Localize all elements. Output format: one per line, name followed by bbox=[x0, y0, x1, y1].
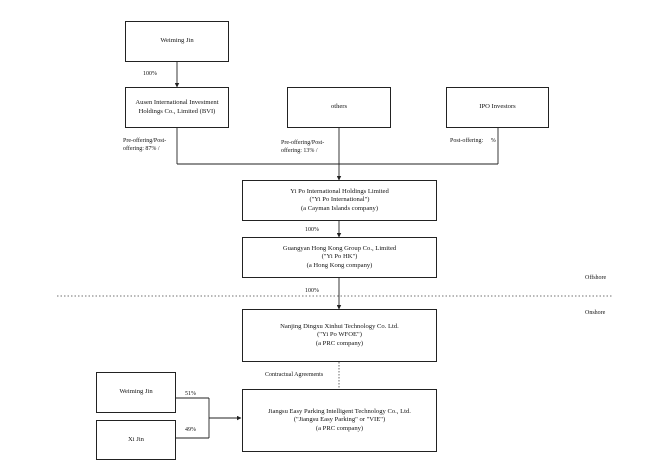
entity-ipo-investors: IPO Investors bbox=[446, 87, 549, 128]
entity-weiming-jin-bottom: Weiming Jin bbox=[96, 372, 176, 413]
entity-label-line: Guangyan Hong Kong Group Co., Limited bbox=[282, 244, 397, 252]
entity-label-line: (a PRC company) bbox=[315, 424, 364, 432]
entity-label-line: Weiming Jin bbox=[119, 388, 153, 396]
label-xijin-vie-pct: 49% bbox=[185, 427, 196, 433]
entity-label-line: Nanjing Dingxu Xinhui Technology Co. Ltd… bbox=[280, 322, 399, 330]
label-others-stake: Pre-offering/Post- offering: 13% / bbox=[281, 140, 324, 155]
label-line: offering: 13% / bbox=[281, 147, 318, 154]
entity-label-line: (a Cayman Islands company) bbox=[300, 204, 379, 212]
entity-label-line: Xi Jin bbox=[128, 435, 144, 443]
entity-yi-po-wfoe: Nanjing Dingxu Xinhui Technology Co. Ltd… bbox=[242, 309, 437, 362]
entity-label-line: ("Yi Po HK") bbox=[321, 253, 358, 261]
entity-label-line: ("Yi Po WFOE") bbox=[317, 331, 362, 339]
entity-label-line: ("Yi Po International") bbox=[309, 196, 370, 204]
entity-label-line: Weiming Jin bbox=[160, 37, 194, 45]
entity-label-line: others bbox=[330, 103, 348, 111]
label-weiming-ausen-pct: 100% bbox=[143, 71, 157, 77]
entity-weiming-jin-top: Weiming Jin bbox=[125, 21, 229, 62]
entity-others: others bbox=[287, 87, 391, 128]
label-weiming-vie-pct: 51% bbox=[185, 391, 196, 397]
entity-yi-po-hk: Guangyan Hong Kong Group Co., Limited ("… bbox=[242, 237, 437, 278]
entity-label-line: Holdings Co., Limited (BVI) bbox=[138, 107, 216, 115]
entity-label-line: ("Jiangsu Easy Parking" or "VIE") bbox=[293, 416, 386, 424]
entity-label-line: IPO Investors bbox=[479, 103, 516, 111]
entity-xi-jin: Xi Jin bbox=[96, 420, 176, 460]
label-ausen-stake: Pre-offering/Post- offering: 87% / bbox=[123, 138, 166, 153]
label-hk-wfoe-pct: 100% bbox=[305, 288, 319, 294]
region-label-offshore: Offshore bbox=[585, 275, 607, 281]
label-international-hk-pct: 100% bbox=[305, 227, 319, 233]
label-line: Pre-offering/Post- bbox=[281, 140, 325, 146]
entity-label-line: (a Hong Kong company) bbox=[306, 261, 373, 269]
entity-label-line: Jiangsu Easy Parking Intelligent Technol… bbox=[268, 407, 411, 415]
entity-ausen: Ausen International Investment Holdings … bbox=[125, 87, 229, 128]
entity-label-line: Ausen International Investment bbox=[135, 99, 219, 107]
label-line: Pre-offering/Post- bbox=[123, 138, 167, 144]
region-label-onshore: Onshore bbox=[585, 310, 606, 316]
entity-yi-po-international: Yi Po International Holdings Limited ("Y… bbox=[242, 180, 437, 221]
label-ipo-stake: Post-offering: % bbox=[450, 138, 496, 144]
entity-label-line: Yi Po International Holdings Limited bbox=[290, 187, 389, 195]
entity-label-line: (a PRC company) bbox=[315, 339, 364, 347]
label-contractual-agreements: Contractual Agreements bbox=[265, 372, 324, 378]
entity-jiangsu-vie: Jiangsu Easy Parking Intelligent Technol… bbox=[242, 389, 437, 452]
label-line: offering: 87% / bbox=[123, 145, 160, 152]
